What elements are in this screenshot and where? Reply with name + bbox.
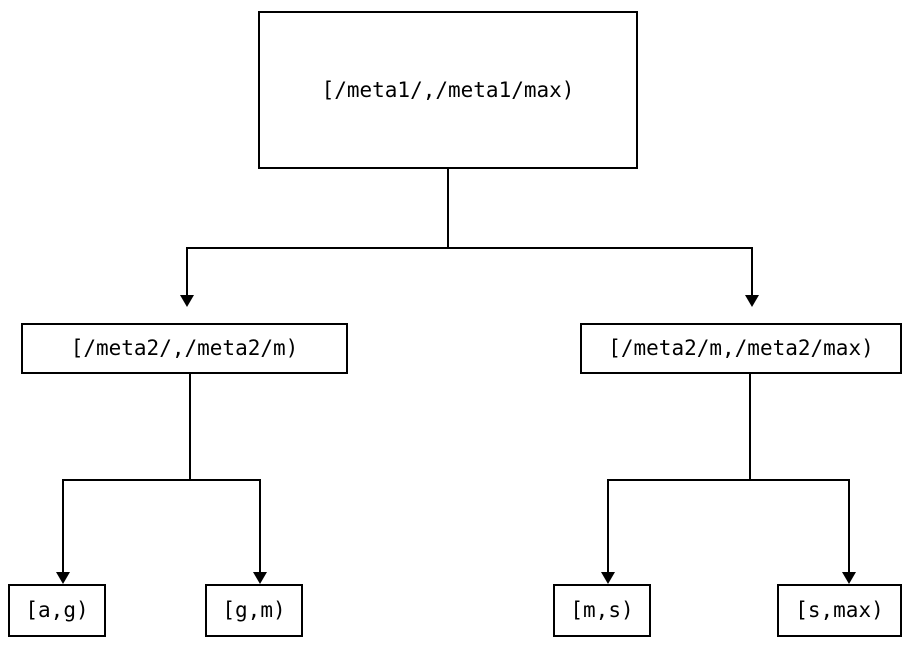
edge-root-crossbar — [186, 247, 753, 249]
node-leaf-3-label: [m,s) — [570, 598, 634, 622]
arrowhead-right-child-to-leaf-4 — [842, 572, 856, 584]
arrowhead-right-child-to-leaf-3 — [601, 572, 615, 584]
node-leaf-1-label: [a,g) — [25, 598, 89, 622]
node-right-child-label: [/meta2/m,/meta2/max) — [608, 336, 874, 360]
arrowhead-root-to-right-child — [745, 295, 759, 307]
edge-left-child-to-leaf-2 — [259, 479, 261, 572]
edge-root-to-right-child — [751, 247, 753, 295]
node-leaf-2-label: [g,m) — [222, 598, 286, 622]
node-root-label: [/meta1/,/meta1/max) — [321, 77, 575, 102]
edge-right-child-to-leaf-3 — [607, 479, 609, 572]
edge-root-trunk — [447, 169, 449, 248]
node-leaf-4-label: [s,max) — [795, 598, 884, 622]
edge-right-child-to-leaf-4 — [848, 479, 850, 572]
edge-left-child-crossbar — [62, 479, 261, 481]
node-leaf-2[interactable]: [g,m) — [205, 584, 303, 637]
node-root[interactable]: [/meta1/,/meta1/max) — [258, 11, 638, 169]
node-right-child[interactable]: [/meta2/m,/meta2/max) — [580, 323, 902, 374]
arrowhead-left-child-to-leaf-2 — [253, 572, 267, 584]
edge-left-child-to-leaf-1 — [62, 479, 64, 572]
edge-right-child-crossbar — [607, 479, 850, 481]
arrowhead-left-child-to-leaf-1 — [56, 572, 70, 584]
node-left-child-label: [/meta2/,/meta2/m) — [70, 336, 299, 360]
edge-root-to-left-child — [186, 247, 188, 295]
arrowhead-root-to-left-child — [180, 295, 194, 307]
node-leaf-3[interactable]: [m,s) — [553, 584, 651, 637]
node-leaf-4[interactable]: [s,max) — [777, 584, 902, 637]
node-left-child[interactable]: [/meta2/,/meta2/m) — [21, 323, 348, 374]
edge-right-child-trunk — [749, 374, 751, 480]
node-leaf-1[interactable]: [a,g) — [8, 584, 106, 637]
edge-left-child-trunk — [189, 374, 191, 480]
